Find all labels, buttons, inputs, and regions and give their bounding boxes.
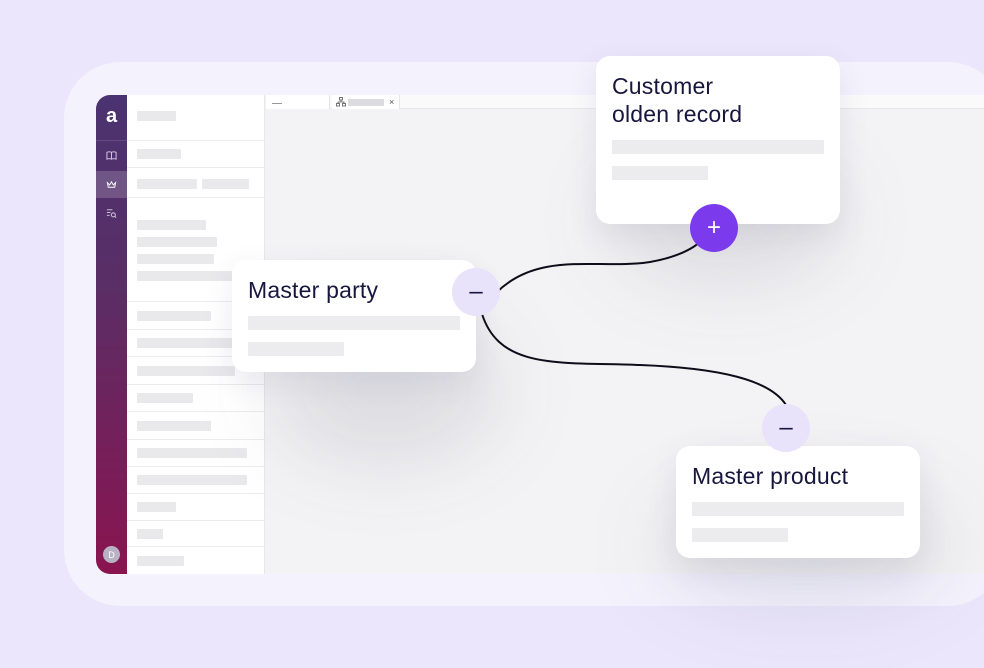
list-item[interactable]	[127, 521, 265, 547]
golden-record-card[interactable]: Customer olden record	[596, 56, 840, 224]
golden-record-title: Customer olden record	[612, 73, 743, 127]
collapse-master-party-button[interactable]: –	[452, 268, 500, 316]
list-item[interactable]	[127, 547, 265, 574]
rail-divider	[96, 140, 127, 141]
master-product-card[interactable]: Master product	[676, 446, 920, 558]
placeholder-line	[248, 342, 344, 356]
rail-item-book[interactable]	[96, 142, 127, 169]
master-party-title: Master party	[248, 277, 379, 303]
user-avatar[interactable]: D	[103, 546, 120, 563]
close-tab-icon[interactable]: ×	[389, 97, 395, 107]
list-item[interactable]	[127, 168, 265, 198]
list-item[interactable]	[127, 440, 265, 467]
tab-hierarchy[interactable]: ×	[332, 95, 400, 109]
master-party-card[interactable]: Master party	[232, 260, 476, 372]
placeholder-line	[692, 528, 788, 542]
placeholder-line	[612, 140, 824, 154]
navigation-rail: a D	[96, 95, 127, 574]
placeholder-line	[692, 502, 904, 516]
book-icon	[106, 151, 117, 160]
rail-item-crown[interactable]	[96, 171, 127, 198]
crown-icon	[106, 180, 117, 188]
list-item[interactable]	[127, 494, 265, 521]
list-item[interactable]	[127, 385, 265, 412]
search-list-icon	[106, 209, 117, 218]
list-item[interactable]	[127, 198, 265, 302]
list-item[interactable]	[127, 330, 265, 357]
tab-first[interactable]	[266, 95, 330, 109]
expand-golden-record-button[interactable]: +	[690, 204, 738, 252]
placeholder-line	[612, 166, 708, 180]
placeholder-line	[248, 316, 460, 330]
master-product-title: Master product	[692, 463, 849, 489]
list-item[interactable]	[127, 412, 265, 440]
list-item[interactable]	[127, 141, 265, 168]
list-item[interactable]	[127, 357, 265, 385]
collapse-master-product-button[interactable]: –	[762, 404, 810, 452]
app-logo[interactable]: a	[105, 104, 118, 127]
list-item[interactable]	[127, 302, 265, 330]
list-item[interactable]	[127, 95, 265, 141]
rail-item-search-list[interactable]	[96, 200, 127, 227]
list-item[interactable]	[127, 467, 265, 494]
hierarchy-icon	[336, 97, 346, 107]
